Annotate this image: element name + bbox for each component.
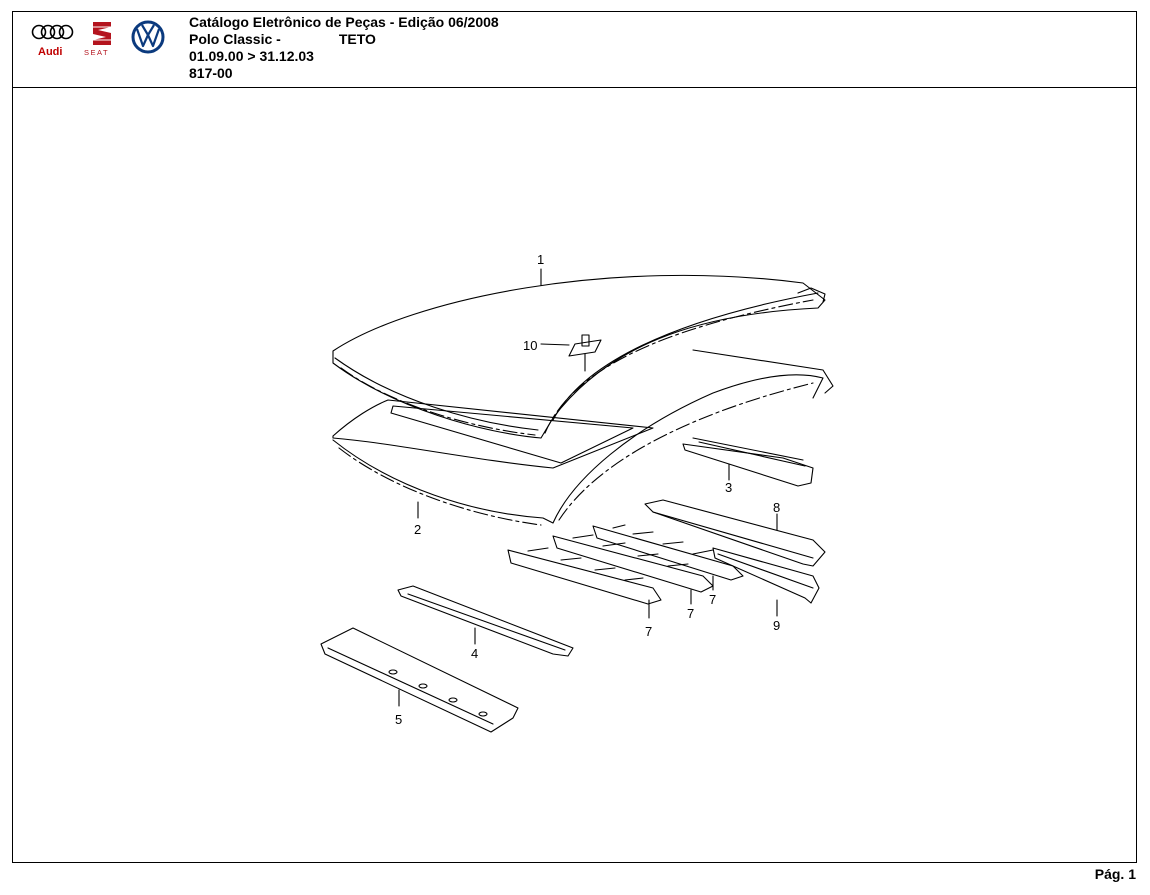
callout-10: 10 bbox=[523, 338, 537, 353]
callout-5: 5 bbox=[395, 712, 402, 727]
seat-logo-icon bbox=[93, 22, 111, 45]
catalog-header: Audi SEAT Catálogo Eletrônico de Peças -… bbox=[13, 12, 1136, 88]
page-number: Pág. 1 bbox=[1094, 866, 1136, 882]
vw-logo-icon bbox=[131, 20, 165, 54]
callout-9: 9 bbox=[773, 618, 780, 633]
part-5-front-crossmember bbox=[320, 627, 519, 733]
callout-1: 1 bbox=[537, 252, 544, 267]
part-2-roof-frame bbox=[332, 349, 834, 526]
catalog-title: Catálogo Eletrônico de Peças - Edição 06… bbox=[189, 14, 499, 30]
part-10-clip bbox=[540, 334, 602, 372]
leader-lines bbox=[398, 268, 778, 707]
seat-logo-text: SEAT bbox=[84, 48, 109, 57]
callout-2: 2 bbox=[414, 522, 421, 537]
header-text-block: Catálogo Eletrônico de Peças - Edição 06… bbox=[189, 14, 499, 82]
callout-7-upper: 7 bbox=[709, 592, 716, 607]
part-3-rail bbox=[682, 437, 814, 487]
model-name: Polo Classic - bbox=[189, 31, 281, 47]
part-9-crossmember bbox=[712, 547, 820, 604]
part-7-bow-c bbox=[507, 547, 662, 605]
parts-illustration: 1 2 3 8 9 7 7 7 4 5 10 bbox=[320, 252, 834, 733]
callout-7-lower: 7 bbox=[645, 624, 652, 639]
part-8-crossmember bbox=[644, 499, 826, 567]
brand-logos: Audi SEAT bbox=[31, 20, 165, 58]
part-7-bow-a bbox=[592, 524, 744, 581]
part-7-bow-b bbox=[552, 534, 714, 593]
illustration-code: 817-00 bbox=[189, 65, 233, 81]
model-row: Polo Classic - TETO bbox=[189, 31, 499, 48]
date-range: 01.09.00 > 31.12.03 bbox=[189, 48, 314, 64]
audi-logo-text: Audi bbox=[38, 46, 62, 58]
group-name: TETO bbox=[338, 31, 376, 47]
callout-labels: 1 2 3 8 9 7 7 7 4 5 10 bbox=[395, 252, 780, 727]
part-1-roof-panel bbox=[332, 274, 826, 439]
callout-8: 8 bbox=[773, 500, 780, 515]
callout-4: 4 bbox=[471, 646, 478, 661]
callout-7-middle: 7 bbox=[687, 606, 694, 621]
part-4-bracket bbox=[397, 585, 574, 657]
page-frame: Audi SEAT Catálogo Eletrônico de Peças -… bbox=[12, 11, 1137, 863]
audi-rings-icon bbox=[31, 24, 74, 40]
callout-3: 3 bbox=[725, 480, 732, 495]
